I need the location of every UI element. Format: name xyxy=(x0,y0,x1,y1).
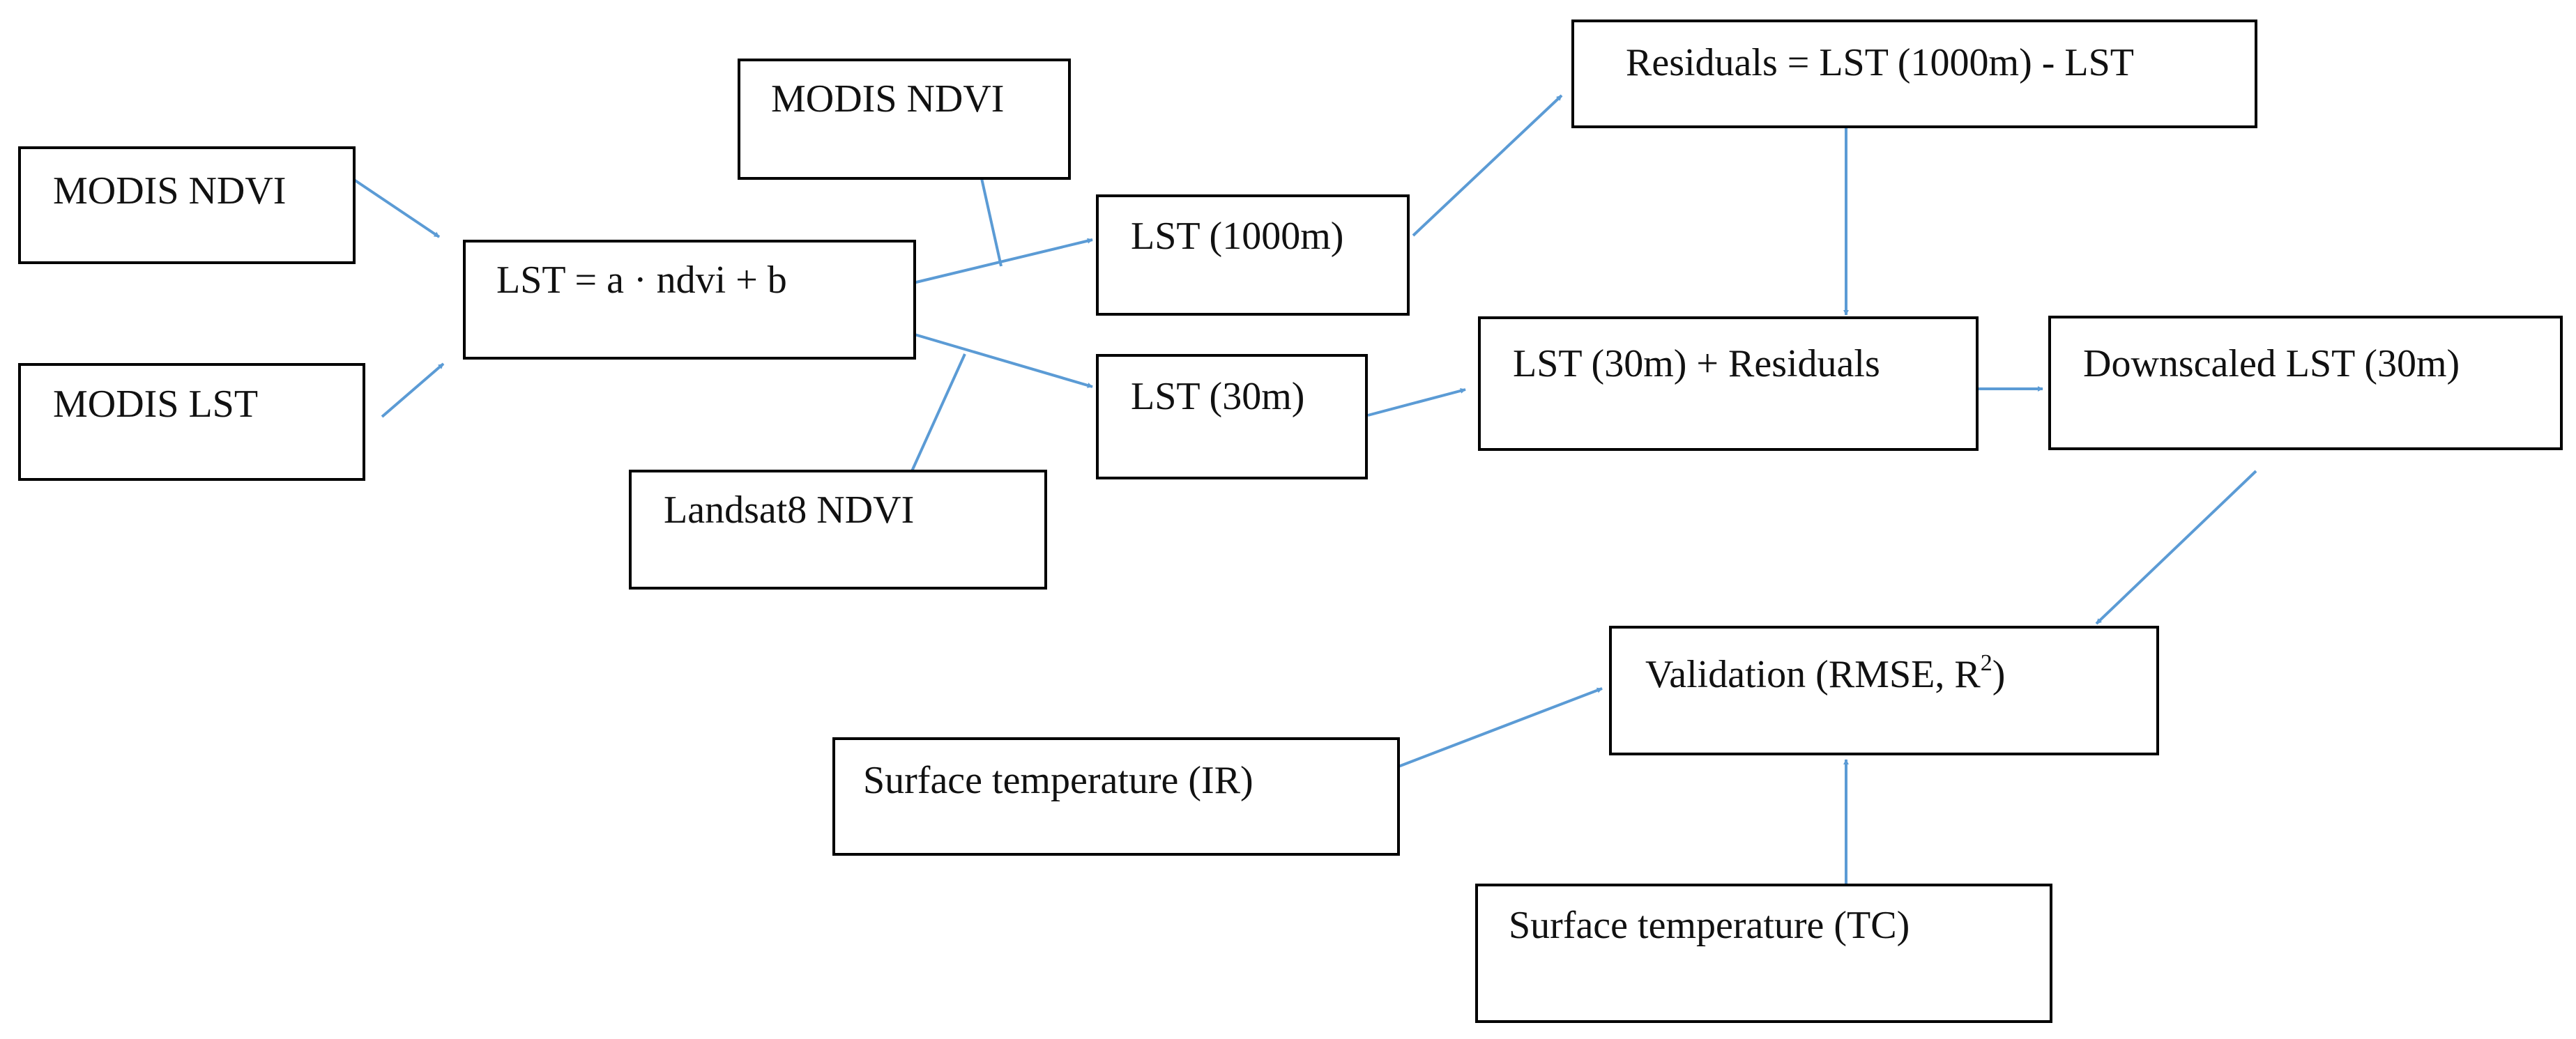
node-label: Validation (RMSE, R2) xyxy=(1645,650,2005,696)
node-lst-1000m: LST (1000m) xyxy=(1096,194,1410,316)
node-lst-30m: LST (30m) xyxy=(1096,354,1368,479)
arrow-surface-ir-to-validation xyxy=(1398,687,1603,768)
arrow-regression-to-lst-1000m xyxy=(913,238,1093,284)
node-label: Residuals = LST (1000m) - LST xyxy=(1626,41,2134,84)
node-lst-30m-plus-residuals: LST (30m) + Residuals xyxy=(1478,316,1979,451)
arrow-lst-1000m-to-residuals xyxy=(1412,94,1563,237)
node-label: LST (1000m) xyxy=(1131,215,1343,258)
node-label: Surface temperature (IR) xyxy=(863,759,1253,802)
node-modis-ndvi-left: MODIS NDVI xyxy=(18,146,356,264)
node-label: LST (30m) + Residuals xyxy=(1513,342,1880,385)
node-landsat8-ndvi: Landsat8 NDVI xyxy=(629,470,1047,590)
node-regression: LST = a · ndvi + b xyxy=(463,240,916,360)
node-downscaled-lst: Downscaled LST (30m) xyxy=(2048,316,2563,450)
arrow-downscaled-to-validation xyxy=(2095,470,2257,625)
node-label: MODIS NDVI xyxy=(53,169,286,213)
node-label: LST = a · ndvi + b xyxy=(496,259,787,302)
arrow-lst-30m-to-combine xyxy=(1367,387,1466,417)
arrow-modis-ndvi-to-regression xyxy=(353,178,441,238)
node-label: Surface temperature (TC) xyxy=(1509,904,1910,947)
node-label: Downscaled LST (30m) xyxy=(2083,342,2460,385)
arrow-regression-to-lst-30m xyxy=(914,333,1093,388)
validation-label-main: Validation (RMSE, R xyxy=(1645,653,1981,696)
connectors xyxy=(353,94,2257,885)
node-label: MODIS LST xyxy=(53,383,258,426)
node-modis-ndvi-top: MODIS NDVI xyxy=(738,59,1071,180)
validation-label-superscript: 2 xyxy=(1981,650,1992,676)
node-validation: Validation (RMSE, R2) xyxy=(1609,626,2159,755)
node-label: LST (30m) xyxy=(1131,375,1304,418)
line-modis-ndvi-top-to-arrow xyxy=(980,178,1003,267)
node-residuals: Residuals = LST (1000m) - LST xyxy=(1571,20,2257,128)
arrow-modis-lst-to-regression xyxy=(381,362,445,418)
node-label: Landsat8 NDVI xyxy=(664,488,914,532)
line-landsat8-ndvi-to-arrow xyxy=(910,353,966,472)
node-surface-temp-ir: Surface temperature (IR) xyxy=(832,737,1400,856)
node-surface-temp-tc: Surface temperature (TC) xyxy=(1475,884,2052,1023)
validation-label-suffix: ) xyxy=(1992,653,2006,696)
node-modis-lst: MODIS LST xyxy=(18,363,365,481)
node-label: MODIS NDVI xyxy=(771,77,1004,121)
